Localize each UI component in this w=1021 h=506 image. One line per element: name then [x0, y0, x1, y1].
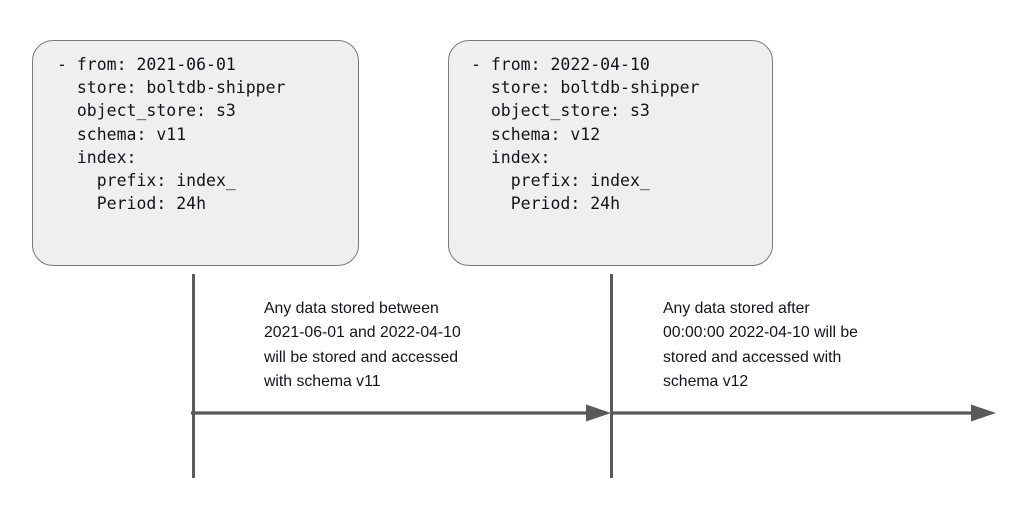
timeline-segment-v11: [191, 404, 611, 422]
config-code-v12: - from: 2022-04-10 store: boltdb-shipper…: [471, 55, 700, 214]
timeline-marker-2021-06-01: [192, 274, 195, 478]
timeline-axis: [191, 404, 996, 422]
timeline-marker-2022-04-10: [610, 274, 613, 478]
config-box-schema-v12: - from: 2022-04-10 store: boltdb-shipper…: [448, 40, 773, 266]
config-box-schema-v11: - from: 2021-06-01 store: boltdb-shipper…: [32, 40, 359, 266]
arrowhead-icon-timeline-end: [971, 404, 996, 422]
arrowhead-icon-v11-end: [586, 404, 611, 422]
annotation-period-v12: Any data stored after 00:00:00 2022-04-1…: [663, 300, 858, 391]
timeline-segment-v12: [611, 404, 996, 422]
config-code-v11: - from: 2021-06-01 store: boltdb-shipper…: [57, 55, 286, 214]
annotation-period-v11: Any data stored between 2021-06-01 and 2…: [264, 300, 461, 391]
